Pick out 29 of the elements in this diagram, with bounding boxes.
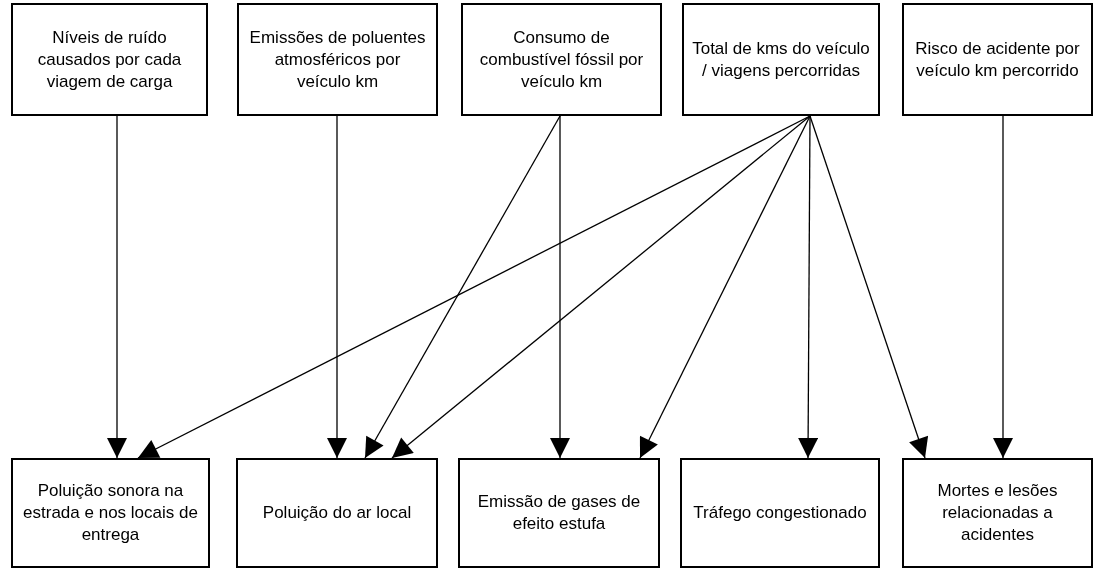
arrow: [993, 115, 1013, 459]
arrow: [391, 115, 811, 459]
text-box: [458, 458, 660, 568]
arrow: [107, 115, 127, 459]
text-box: [236, 458, 438, 568]
box-text: Emissões de poluentes atmosféricos por veículo km: [248, 26, 427, 93]
text-box: [237, 3, 438, 116]
box-text: Total de kms do veículo / viagens percorridas: [692, 37, 870, 82]
box-text: Tráfego congestionado: [693, 502, 867, 524]
box-text: Consumo de combustível fóssil por veículo km: [478, 26, 645, 93]
box-text: Poluição sonora na estrada e nos locais de entrega: [22, 480, 199, 546]
arrow: [798, 115, 819, 459]
text-box: [902, 3, 1093, 116]
text-box: [902, 458, 1093, 568]
box-text: Emissão de gases de efeito estufa: [476, 491, 642, 535]
box-text: Níveis de ruído causados por cada viagem de carga: [36, 26, 183, 93]
arrow: [364, 115, 561, 459]
text-box: [11, 3, 208, 116]
text-box: [461, 3, 662, 116]
box-text: Mortes e lesões relacionadas a acidentes: [936, 480, 1059, 546]
text-box: [682, 3, 880, 116]
arrow: [550, 115, 570, 459]
arrow: [327, 115, 347, 459]
arrow: [639, 115, 811, 459]
box-text: Risco de acidente por veículo km percorrido: [914, 37, 1081, 82]
text-box: [11, 458, 210, 568]
text-box: [680, 458, 880, 568]
arrow: [809, 115, 929, 459]
box-text: Poluição do ar local: [262, 502, 412, 524]
